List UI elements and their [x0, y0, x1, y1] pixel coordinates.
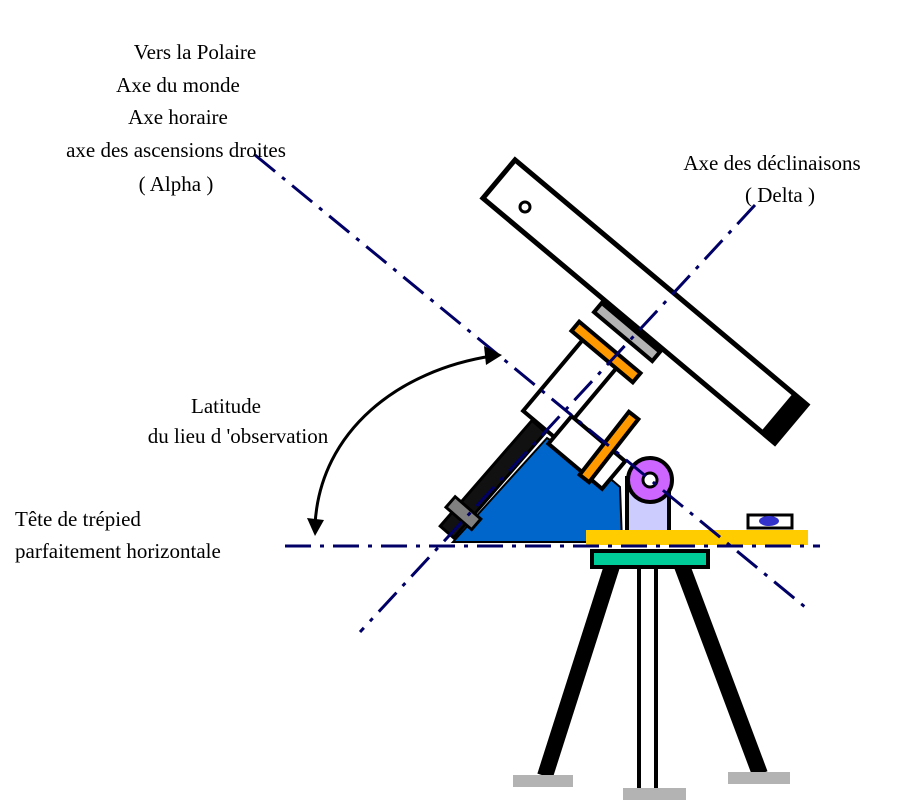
tripod-head-label: Tête de trépied parfaitement horizontale — [15, 507, 221, 563]
tripod-foot-center — [623, 788, 686, 800]
tripod-foot-left — [513, 775, 573, 787]
latitude-label: Latitude du lieu d 'observation — [148, 394, 329, 448]
label-delta: ( Delta ) — [745, 183, 815, 207]
label-lieu-observation: du lieu d 'observation — [148, 424, 329, 448]
tripod-head-plate — [586, 530, 808, 545]
declination-clutch — [568, 318, 644, 386]
polar-axis-label: Vers la Polaire Axe du monde Axe horaire… — [66, 40, 286, 196]
polar-collar — [443, 494, 483, 532]
declination-axis-label: Axe des déclinaisons ( Delta ) — [683, 151, 860, 207]
label-tete-de-trepied: Tête de trépied — [15, 507, 141, 531]
tripod — [513, 549, 790, 800]
label-vers-la-polaire: Vers la Polaire — [134, 40, 256, 64]
telescope-tube — [479, 156, 811, 447]
label-parfaitement-horizontale: parfaitement horizontale — [15, 539, 221, 563]
tripod-foot-right — [728, 772, 790, 784]
tube-saddle — [591, 300, 663, 364]
declination-axis-line — [358, 203, 757, 634]
level-bubble — [759, 516, 779, 526]
tripod-tray — [590, 549, 710, 569]
arrowhead-bottom — [307, 518, 324, 536]
latitude-arc-arrow — [307, 346, 502, 536]
arrowhead-top — [484, 346, 502, 365]
label-axe-declinaisons: Axe des déclinaisons — [683, 151, 860, 175]
label-axe-ascensions-droites: axe des ascensions droites — [66, 138, 286, 162]
label-axe-horaire: Axe horaire — [128, 105, 228, 129]
label-latitude: Latitude — [191, 394, 261, 418]
label-axe-du-monde: Axe du monde — [116, 73, 240, 97]
polar-axis-line — [254, 153, 806, 609]
tube-end-cap — [761, 393, 807, 444]
tripod-leg-left — [537, 563, 620, 779]
polar-shaft — [438, 418, 548, 541]
label-alpha: ( Alpha ) — [139, 172, 214, 196]
tripod-leg-center — [637, 564, 658, 792]
tripod-leg-right — [674, 563, 768, 777]
finder-eyepiece — [518, 200, 532, 214]
